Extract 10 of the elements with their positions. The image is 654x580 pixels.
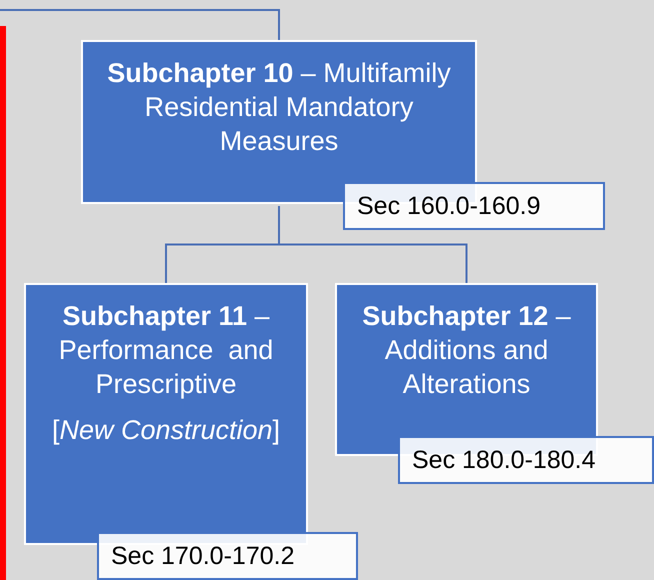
connector-line: [0, 9, 280, 40]
chapter-box: [24, 283, 308, 545]
chapter-title: Subchapter 12 – Additions and Alterations: [361, 300, 572, 401]
section-range-label: Sec 180.0-180.4: [398, 436, 654, 484]
chapter-title: [New Construction]: [52, 414, 280, 447]
chapter-title: Subchapter 10 – Multifamily Residential Mandatory Measures: [106, 57, 452, 158]
section-range-label: Sec 160.0-160.9: [343, 182, 605, 230]
section-range-label: Sec 170.0-170.2: [97, 532, 358, 580]
connector-line: [278, 206, 468, 283]
chapter-title: Subchapter 11 – Performance and Prescriptive: [58, 300, 274, 401]
